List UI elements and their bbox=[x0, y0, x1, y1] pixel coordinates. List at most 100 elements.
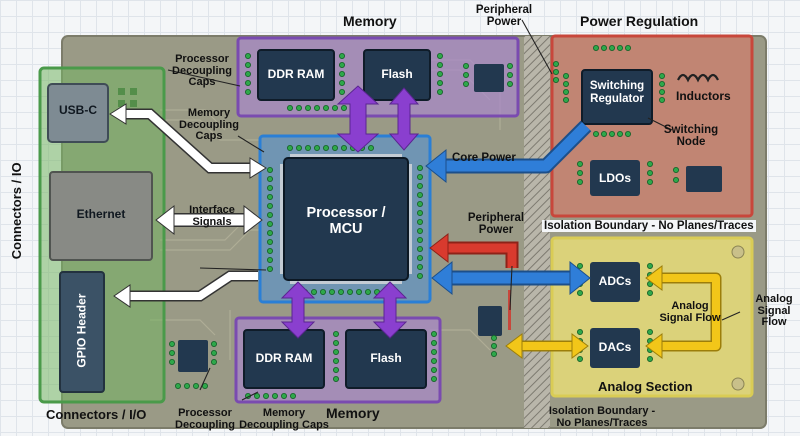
ic-pad bbox=[210, 349, 217, 356]
analog-pad bbox=[647, 355, 654, 362]
memory-decoupling-pad bbox=[430, 339, 437, 346]
memory-decoupling-pad bbox=[332, 375, 339, 382]
power-pad bbox=[563, 89, 570, 96]
inductors-label: Inductors bbox=[676, 89, 731, 103]
processor-decoupling-pad bbox=[266, 247, 273, 254]
analog-pad bbox=[577, 262, 584, 269]
ddr-top-label: DDR RAM bbox=[267, 67, 325, 81]
processor-decoupling-pad bbox=[266, 175, 273, 182]
memory-decoupling-pad bbox=[506, 63, 513, 70]
power-pad bbox=[609, 45, 616, 52]
switching-regulator-chip bbox=[581, 69, 653, 125]
memory-decoupling-pad bbox=[430, 357, 437, 364]
power-pad bbox=[601, 45, 608, 52]
processor-decoupling-pad bbox=[416, 191, 423, 198]
processor-decoupling-pad bbox=[416, 236, 423, 243]
ldos-chip bbox=[590, 160, 640, 196]
dacs-chip bbox=[590, 328, 640, 368]
processor-decoupling-pad bbox=[416, 263, 423, 270]
ldos-label: LDOs bbox=[598, 171, 631, 185]
memory-decoupling-pad bbox=[462, 72, 469, 79]
memory-decoupling-pad bbox=[338, 53, 345, 60]
processor-decoupling-pad bbox=[322, 144, 329, 151]
gpio-label: GPIO Header bbox=[74, 293, 89, 368]
misc-pad bbox=[553, 69, 560, 76]
power-pad bbox=[601, 130, 608, 137]
small-ic-mid bbox=[478, 306, 502, 336]
analog-pad bbox=[647, 328, 654, 335]
memory-decoupling-pad bbox=[338, 71, 345, 78]
memory-decoupling-pad bbox=[280, 392, 287, 399]
usbc-connector bbox=[47, 83, 109, 143]
memory-decoupling-pad bbox=[295, 105, 302, 112]
memory-decoupling-pad bbox=[462, 81, 469, 88]
connectors-bottom-title: Connectors / I/O bbox=[46, 407, 147, 422]
misc-pad bbox=[490, 334, 497, 341]
memory-decoupling-pad bbox=[262, 392, 269, 399]
processor-decoupling-pad bbox=[331, 144, 338, 151]
ddr-bottom-label: DDR RAM bbox=[255, 351, 313, 365]
ic-pad bbox=[192, 382, 199, 389]
callout-lines bbox=[167, 19, 741, 401]
power-pad bbox=[659, 89, 666, 96]
ethernet-label: Ethernet bbox=[76, 207, 126, 221]
mount-hole-1 bbox=[731, 245, 745, 259]
memory-decoupling-pad bbox=[338, 62, 345, 69]
misc-pad bbox=[553, 77, 560, 84]
ic-pad bbox=[210, 340, 217, 347]
peripheral-power-top-label: Peripheral Power bbox=[475, 4, 533, 29]
processor-decoupling-pad bbox=[416, 200, 423, 207]
processor-chip bbox=[283, 157, 409, 281]
mount-hole-2 bbox=[731, 377, 745, 391]
memory-decoupling-bottom-label: Memory Decoupling Caps bbox=[239, 407, 329, 431]
processor-decoupling-pad bbox=[286, 144, 293, 151]
power-pad bbox=[659, 97, 666, 104]
processor-decoupling-pad bbox=[346, 288, 353, 295]
power-pad bbox=[563, 97, 570, 104]
memory-decoupling-pad bbox=[430, 348, 437, 355]
power-pad bbox=[659, 81, 666, 88]
switching-node-label: Switching Node bbox=[663, 124, 719, 149]
misc-pad bbox=[553, 61, 560, 68]
analog-pad bbox=[577, 289, 584, 296]
power-pad bbox=[563, 81, 570, 88]
memory-decoupling-pad bbox=[436, 71, 443, 78]
analog-pad bbox=[647, 289, 654, 296]
memory-decoupling-pad bbox=[286, 105, 293, 112]
processor-decoupling-pad bbox=[367, 144, 374, 151]
memory-decoupling-pad bbox=[332, 348, 339, 355]
analog-flow-inner-label: Analog Signal Flow bbox=[659, 300, 721, 324]
connectors-side-title: Connectors / IO bbox=[9, 162, 25, 260]
processor-decoupling-pad bbox=[416, 182, 423, 189]
power-pad bbox=[625, 45, 632, 52]
processor-decoupling-pad bbox=[416, 218, 423, 225]
memory-decoupling-pad bbox=[506, 81, 513, 88]
power-pad bbox=[617, 130, 624, 137]
ic-pad bbox=[183, 382, 190, 389]
processor-decoupling-pad bbox=[266, 229, 273, 236]
power-pad bbox=[647, 169, 654, 176]
processor-decoupling-pad bbox=[416, 254, 423, 261]
power-pad bbox=[593, 130, 600, 137]
processor-decoupling-pad bbox=[266, 220, 273, 227]
processor-decoupling-pad bbox=[337, 288, 344, 295]
processor-pins bbox=[280, 154, 412, 284]
small-ic-left bbox=[178, 340, 208, 372]
misc-pad bbox=[490, 342, 497, 349]
memory-decoupling-pad bbox=[332, 339, 339, 346]
small-ic-power bbox=[686, 166, 722, 192]
processor-decoupling-pad bbox=[340, 144, 347, 151]
memory-decoupling-pad bbox=[436, 62, 443, 69]
memory-decoupling-pad bbox=[436, 89, 443, 96]
ic-pad bbox=[210, 358, 217, 365]
inductor-coil-icon bbox=[677, 73, 719, 83]
memory-decoupling-pad bbox=[331, 105, 338, 112]
ic-pad bbox=[168, 340, 175, 347]
misc-pad bbox=[490, 350, 497, 357]
processor-decoupling-pad bbox=[266, 238, 273, 245]
core-power-label: Core Power bbox=[452, 152, 516, 164]
processor-decoupling-pad bbox=[310, 288, 317, 295]
memory-decoupling-pad bbox=[244, 71, 251, 78]
